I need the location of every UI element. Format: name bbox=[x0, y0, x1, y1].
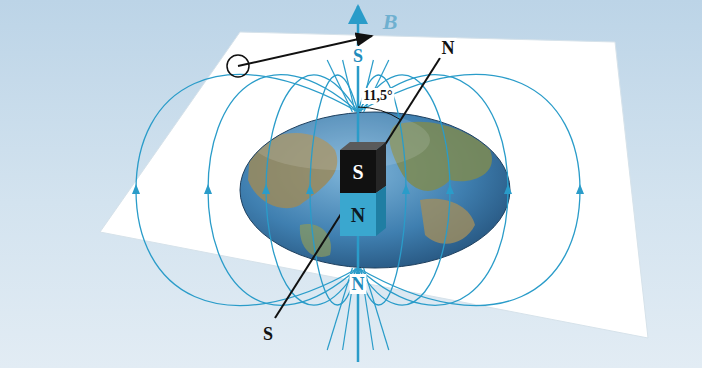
field-arrow bbox=[402, 184, 410, 194]
field-arrow bbox=[504, 184, 512, 194]
field-line bbox=[364, 60, 389, 112]
pole-letter: S bbox=[352, 162, 363, 182]
globe bbox=[240, 110, 510, 268]
field-line bbox=[364, 268, 389, 350]
magnet-north-pole: N bbox=[340, 193, 376, 236]
field-line bbox=[358, 74, 580, 305]
magnet-side bbox=[376, 142, 386, 193]
magnet-side bbox=[376, 186, 386, 236]
field-arrow bbox=[204, 184, 212, 194]
magnetic-pole-label: S bbox=[351, 46, 365, 66]
field-arrow bbox=[576, 184, 584, 194]
white-plane bbox=[100, 32, 648, 338]
rotation-axis bbox=[275, 58, 440, 318]
field-arrow bbox=[262, 184, 270, 194]
magnet-south-pole: S bbox=[340, 150, 376, 193]
field-line bbox=[208, 75, 358, 306]
angle-label: 11,5° bbox=[361, 88, 394, 104]
geographic-pole-label: N bbox=[440, 38, 457, 58]
angle-arc bbox=[358, 107, 401, 120]
geographic-pole-label: S bbox=[261, 324, 275, 344]
field-line bbox=[358, 75, 508, 306]
field-line bbox=[136, 74, 358, 305]
field-arrow bbox=[446, 184, 454, 194]
pole-letter: N bbox=[351, 205, 365, 225]
field-arrow bbox=[132, 184, 140, 194]
field-line bbox=[343, 60, 356, 112]
field-arrow bbox=[306, 184, 314, 194]
magnetic-pole-label: N bbox=[350, 274, 367, 294]
field-symbol: B bbox=[381, 10, 400, 34]
field-vector bbox=[238, 36, 372, 66]
